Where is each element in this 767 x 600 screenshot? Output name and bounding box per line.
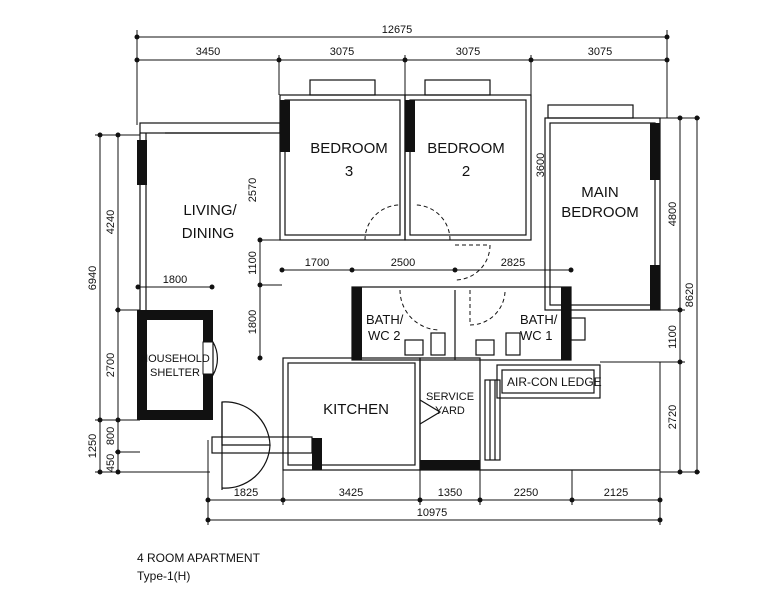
dim-top: 3450 — [196, 46, 220, 58]
dim-bath-row: 2825 — [501, 257, 525, 269]
dim-left: 4240 — [105, 210, 117, 234]
room-label-bath2: WC 2 — [368, 328, 401, 343]
room-label-bedroom2: 2 — [462, 163, 470, 180]
dim-bottom: 2250 — [514, 487, 538, 499]
room-label-service-yard: SERVICE — [426, 391, 474, 403]
dim-bath-row: 2500 — [391, 257, 415, 269]
dimension-lines — [95, 30, 700, 525]
dim-bottom-total: 10975 — [417, 507, 448, 519]
dim-top: 3075 — [588, 46, 612, 58]
dim-left: 450 — [105, 454, 117, 472]
room-label-main-bedroom: MAIN — [581, 184, 619, 201]
room-label-bath1: WC 1 — [520, 328, 553, 343]
dim-bath-row: 1700 — [305, 257, 329, 269]
dim-top: 3075 — [330, 46, 354, 58]
dim-bottom: 3425 — [339, 487, 363, 499]
room-label-main-bedroom: BEDROOM — [561, 204, 639, 221]
dim-bottom: 1350 — [438, 487, 462, 499]
dim-inner-left: 2570 — [247, 178, 259, 202]
dim-right: 1100 — [667, 325, 679, 349]
room-label-bath2: BATH/ — [366, 312, 404, 327]
dim-right-total: 8620 — [684, 283, 696, 307]
dim-inner-left: 1800 — [247, 310, 259, 334]
dim-top-total: 12675 — [382, 24, 413, 36]
room-label-shelter: SHELTER — [150, 367, 200, 379]
room-label-service-yard: YARD — [435, 405, 465, 417]
dim-left: 2700 — [105, 353, 117, 377]
room-label-bath1: BATH/ — [520, 312, 558, 327]
plan-title: 4 ROOM APARTMENT — [137, 551, 261, 565]
room-label-shelter: HOUSEHOLD — [140, 353, 210, 365]
room-label-living: DINING — [182, 225, 235, 242]
dim-bottom: 1825 — [234, 487, 258, 499]
dim-bedroom-depth: 3600 — [535, 153, 547, 177]
room-label-bedroom2: BEDROOM — [427, 140, 505, 157]
dim-inner-left: 1100 — [247, 251, 259, 275]
dim-top: 3075 — [456, 46, 480, 58]
dim-left: 800 — [105, 427, 117, 445]
dim-left-bottom-total: 1250 — [87, 434, 99, 458]
dim-right: 4800 — [667, 202, 679, 226]
dim-living-width: 1800 — [163, 274, 187, 286]
dim-right: 2720 — [667, 405, 679, 429]
room-label-kitchen: KITCHEN — [323, 401, 389, 418]
dim-left-total: 6940 — [87, 266, 99, 290]
plan-subtitle: Type-1(H) — [137, 569, 190, 583]
room-label-bedroom3: 3 — [345, 163, 353, 180]
room-label-bedroom3: BEDROOM — [310, 140, 388, 157]
room-label-aircon-ledge: AIR-CON LEDGE — [507, 375, 602, 389]
room-label-living: LIVING/ — [183, 202, 237, 219]
dim-bottom: 2125 — [604, 487, 628, 499]
walls — [137, 79, 661, 490]
